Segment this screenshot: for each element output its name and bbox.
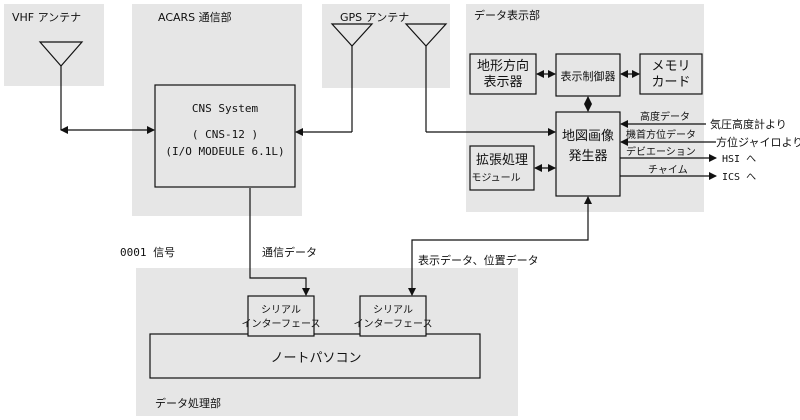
deviation-label: デビエーション: [626, 145, 696, 158]
display-title: データ表示部: [474, 8, 540, 22]
serial-right-label-1: シリアル: [373, 305, 413, 316]
cns-system-box: [154, 84, 296, 188]
gps-antenna-region: [322, 4, 450, 88]
memory-card-label-1: メモリ: [651, 59, 690, 74]
notebook-pc-label: ノートパソコン: [270, 351, 361, 366]
gps-antenna-title: GPS アンテナ: [340, 11, 409, 24]
memory-card-box: [639, 53, 703, 95]
memory-card-label-2: カード: [651, 75, 690, 90]
processing-title: データ処理部: [155, 396, 221, 410]
comm-data-label: 通信データ: [262, 245, 317, 259]
vhf-antenna-region: [4, 4, 104, 86]
serial-interface-right-box: [359, 295, 427, 337]
extension-module-box: [469, 145, 535, 191]
map-generator-label-2: 発生器: [568, 149, 607, 164]
map-generator-label-1: 地図画像: [562, 129, 614, 144]
extension-module-label-1: 拡張処理: [476, 153, 528, 168]
heading-data-label: 機首方位データ: [626, 128, 696, 141]
heading-source-label: 方位ジャイロより: [716, 135, 800, 149]
cns-line3: (I/O MODEULE 6.1L): [165, 145, 284, 158]
map-to-serial-link: [408, 196, 592, 296]
extension-module-label-2: モジュール: [471, 173, 520, 184]
cns-line1: CNS System: [192, 102, 259, 115]
display-controller-label: 表示制御器: [561, 69, 616, 83]
serial-interface-left-box: [247, 295, 315, 337]
signal-0001-label: 0001 信号: [120, 246, 175, 259]
display-controller-box: [555, 53, 621, 97]
altitude-source-label: 気圧高度計より: [710, 117, 787, 131]
terrain-display-label-1: 地形方向: [477, 58, 529, 74]
serial-right-label-2: インターフェース: [354, 318, 433, 330]
vhf-antenna-icon: [38, 41, 84, 130]
gps-antenna-right-icon: [404, 23, 448, 132]
notebook-pc-box: [149, 333, 481, 379]
altitude-data-label: 高度データ: [640, 110, 690, 123]
display-position-data-label: 表示データ、位置データ: [418, 253, 539, 267]
gps-antenna-left-icon: [330, 23, 374, 132]
acars-title: ACARS 通信部: [158, 10, 232, 24]
vhf-antenna-title: VHF アンテナ: [12, 11, 81, 24]
serial-left-label-1: シリアル: [261, 305, 301, 316]
terrain-display-label-2: 表示器: [483, 75, 522, 90]
hsi-dest-label: HSI へ: [722, 154, 756, 165]
ics-dest-label: ICS へ: [722, 172, 756, 183]
serial-left-label-2: インターフェース: [242, 318, 321, 330]
chime-label: チャイム: [648, 164, 688, 176]
cns-line2: ( CNS-12 ): [192, 128, 258, 141]
cns-to-serial-link: [249, 188, 310, 296]
